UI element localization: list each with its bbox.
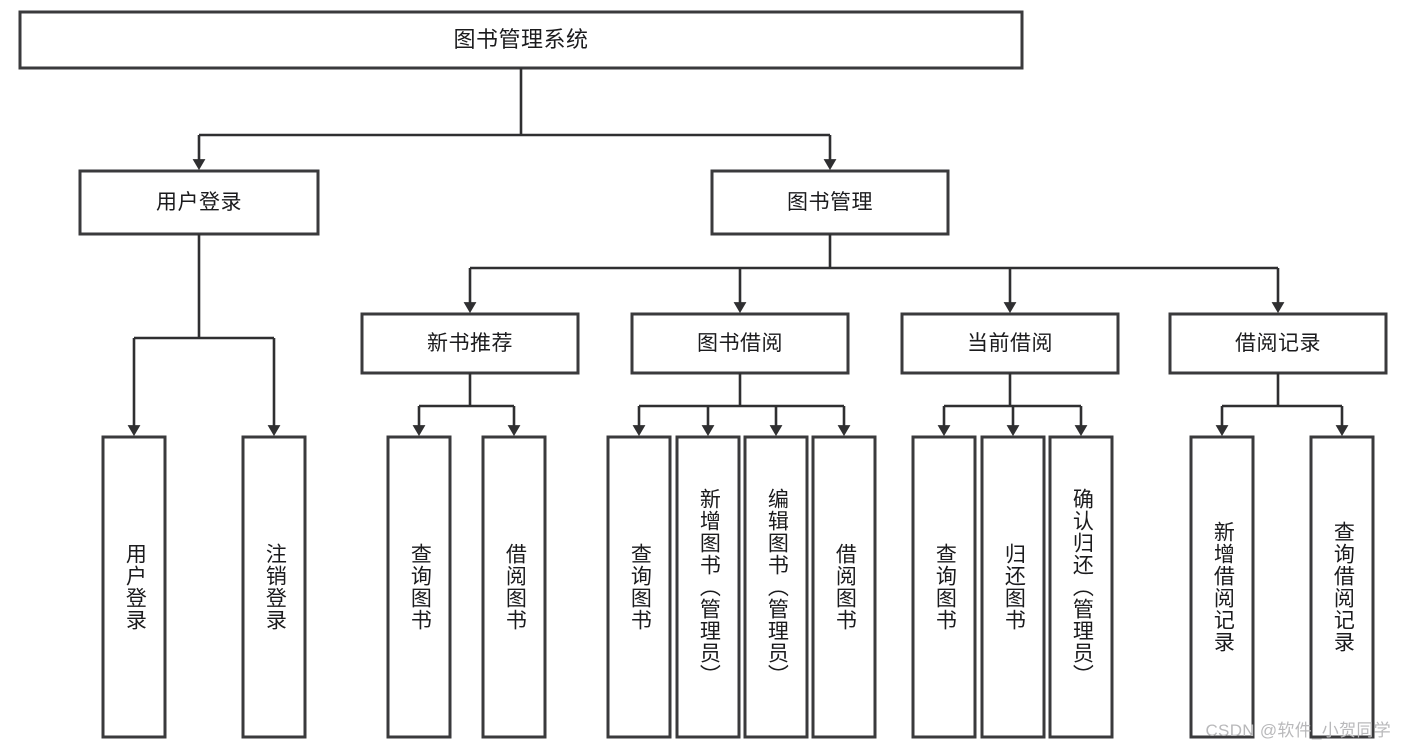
node-box-root[interactable] <box>18 10 1024 70</box>
node-box-leaf-current-1[interactable] <box>980 435 1046 739</box>
node-box-new-book-rec[interactable] <box>360 312 580 375</box>
node-box-leaf-new-book-0[interactable] <box>386 435 452 739</box>
node-box-leaf-borrow-2[interactable] <box>743 435 809 739</box>
node-box-leaf-new-book-1[interactable] <box>481 435 547 739</box>
node-box-leaf-record-0[interactable] <box>1189 435 1255 739</box>
node-box-user-login[interactable] <box>78 169 320 236</box>
watermark-text: CSDN @软件_小贺同学 <box>1205 721 1391 740</box>
node-box-leaf-record-1[interactable] <box>1309 435 1375 739</box>
node-box-book-borrow[interactable] <box>630 312 850 375</box>
node-box-leaf-borrow-1[interactable] <box>675 435 741 739</box>
node-box-book-manage[interactable] <box>710 169 950 236</box>
node-box-leaf-user-login-0[interactable] <box>101 435 167 739</box>
node-box-leaf-borrow-3[interactable] <box>811 435 877 739</box>
node-box-current-borrow[interactable] <box>900 312 1120 375</box>
node-box-leaf-borrow-0[interactable] <box>606 435 672 739</box>
node-box-leaf-current-0[interactable] <box>911 435 977 739</box>
node-box-leaf-current-2[interactable] <box>1048 435 1114 739</box>
node-box-borrow-record[interactable] <box>1168 312 1388 375</box>
node-box-leaf-user-login-1[interactable] <box>241 435 307 739</box>
